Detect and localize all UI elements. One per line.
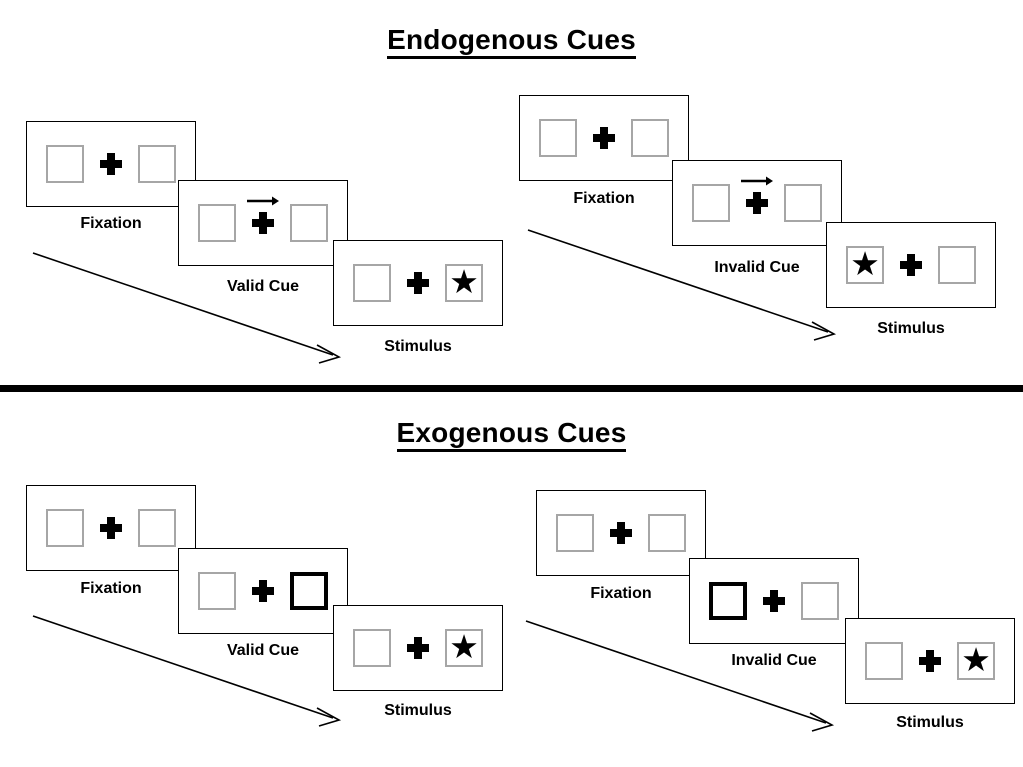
- target-box-right: ★: [445, 629, 483, 667]
- target-box-left: ★: [846, 246, 884, 284]
- frame-contents: ★: [846, 246, 976, 284]
- section-divider: [0, 385, 1023, 392]
- trial-frame-stimulus: ★: [826, 222, 996, 308]
- trial-frame-fixation: [26, 485, 196, 571]
- placeholder-box-left: [692, 184, 730, 222]
- trial-frame-stimulus: ★: [333, 240, 503, 326]
- placeholder-box-left: [46, 509, 84, 547]
- frame-contents: [46, 509, 176, 547]
- star-target-icon: ★: [449, 628, 479, 665]
- frame-label-stimulus: Stimulus: [877, 320, 945, 337]
- trial-frame-fixation: [26, 121, 196, 207]
- fixation-cross-icon: [610, 522, 632, 544]
- frame-label-fixation: Fixation: [573, 190, 635, 207]
- frame-label-invalid-cue: Invalid Cue: [714, 259, 800, 276]
- trial-frame-valid-cue: [178, 548, 348, 634]
- target-box-right: ★: [445, 264, 483, 302]
- fixation-cross-icon: [741, 176, 773, 214]
- placeholder-box-left: [353, 629, 391, 667]
- placeholder-box-left: [353, 264, 391, 302]
- fixation-cross-icon: [100, 517, 122, 539]
- arrow-right-icon: [741, 176, 773, 186]
- frame-contents: [539, 119, 669, 157]
- frame-contents: [556, 514, 686, 552]
- star-target-icon: ★: [961, 641, 991, 678]
- fixation-cross-icon: [252, 580, 274, 602]
- target-box-right: ★: [957, 642, 995, 680]
- cued-box-right: [290, 572, 328, 610]
- fixation-cross-icon: [919, 650, 941, 672]
- fixation-cross-icon: [763, 590, 785, 612]
- placeholder-box-right: [631, 119, 669, 157]
- trial-frame-stimulus: ★: [845, 618, 1015, 704]
- section-title-exogenous: Exogenous Cues: [0, 417, 1023, 452]
- frame-contents: ★: [865, 642, 995, 680]
- placeholder-box-right: [784, 184, 822, 222]
- section-title-endogenous-text: Endogenous Cues: [387, 24, 636, 59]
- frame-label-fixation: Fixation: [590, 585, 652, 602]
- fixation-cross-icon: [407, 637, 429, 659]
- placeholder-box-left: [198, 204, 236, 242]
- frame-contents: [46, 145, 176, 183]
- fixation-cross-icon: [100, 153, 122, 175]
- frame-contents: [198, 196, 328, 242]
- placeholder-box-left: [556, 514, 594, 552]
- placeholder-box-right: [648, 514, 686, 552]
- trial-frame-invalid-cue: [672, 160, 842, 246]
- trial-frame-invalid-cue: [689, 558, 859, 644]
- frame-contents: [692, 176, 822, 222]
- trial-frame-valid-cue: [178, 180, 348, 266]
- placeholder-box-right: [938, 246, 976, 284]
- frame-label-stimulus: Stimulus: [896, 714, 964, 731]
- placeholder-box-left: [46, 145, 84, 183]
- frame-label-stimulus: Stimulus: [384, 338, 452, 355]
- frame-label-valid-cue: Valid Cue: [226, 278, 300, 295]
- frame-contents: ★: [353, 264, 483, 302]
- arrow-right-icon: [247, 196, 279, 206]
- frame-label-valid-cue: Valid Cue: [226, 642, 300, 659]
- frame-label-fixation: Fixation: [80, 215, 142, 232]
- placeholder-box-right: [138, 509, 176, 547]
- fixation-cross-icon: [593, 127, 615, 149]
- section-title-exogenous-text: Exogenous Cues: [396, 417, 627, 452]
- placeholder-box-right: [138, 145, 176, 183]
- frame-contents: ★: [353, 629, 483, 667]
- frame-contents: [198, 572, 328, 610]
- section-title-endogenous: Endogenous Cues: [0, 24, 1023, 59]
- placeholder-box-right: [290, 204, 328, 242]
- frame-label-invalid-cue: Invalid Cue: [731, 652, 817, 669]
- frame-label-stimulus: Stimulus: [384, 702, 452, 719]
- trial-frame-fixation: [519, 95, 689, 181]
- frame-contents: [709, 582, 839, 620]
- fixation-cross-icon: [900, 254, 922, 276]
- frame-label-fixation: Fixation: [80, 580, 142, 597]
- placeholder-box-left: [865, 642, 903, 680]
- trial-frame-stimulus: ★: [333, 605, 503, 691]
- cued-box-left: [709, 582, 747, 620]
- placeholder-box-right: [801, 582, 839, 620]
- star-target-icon: ★: [449, 263, 479, 300]
- fixation-cross-icon: [247, 196, 279, 234]
- fixation-cross-icon: [407, 272, 429, 294]
- placeholder-box-left: [198, 572, 236, 610]
- star-target-icon: ★: [850, 245, 880, 282]
- placeholder-box-left: [539, 119, 577, 157]
- trial-frame-fixation: [536, 490, 706, 576]
